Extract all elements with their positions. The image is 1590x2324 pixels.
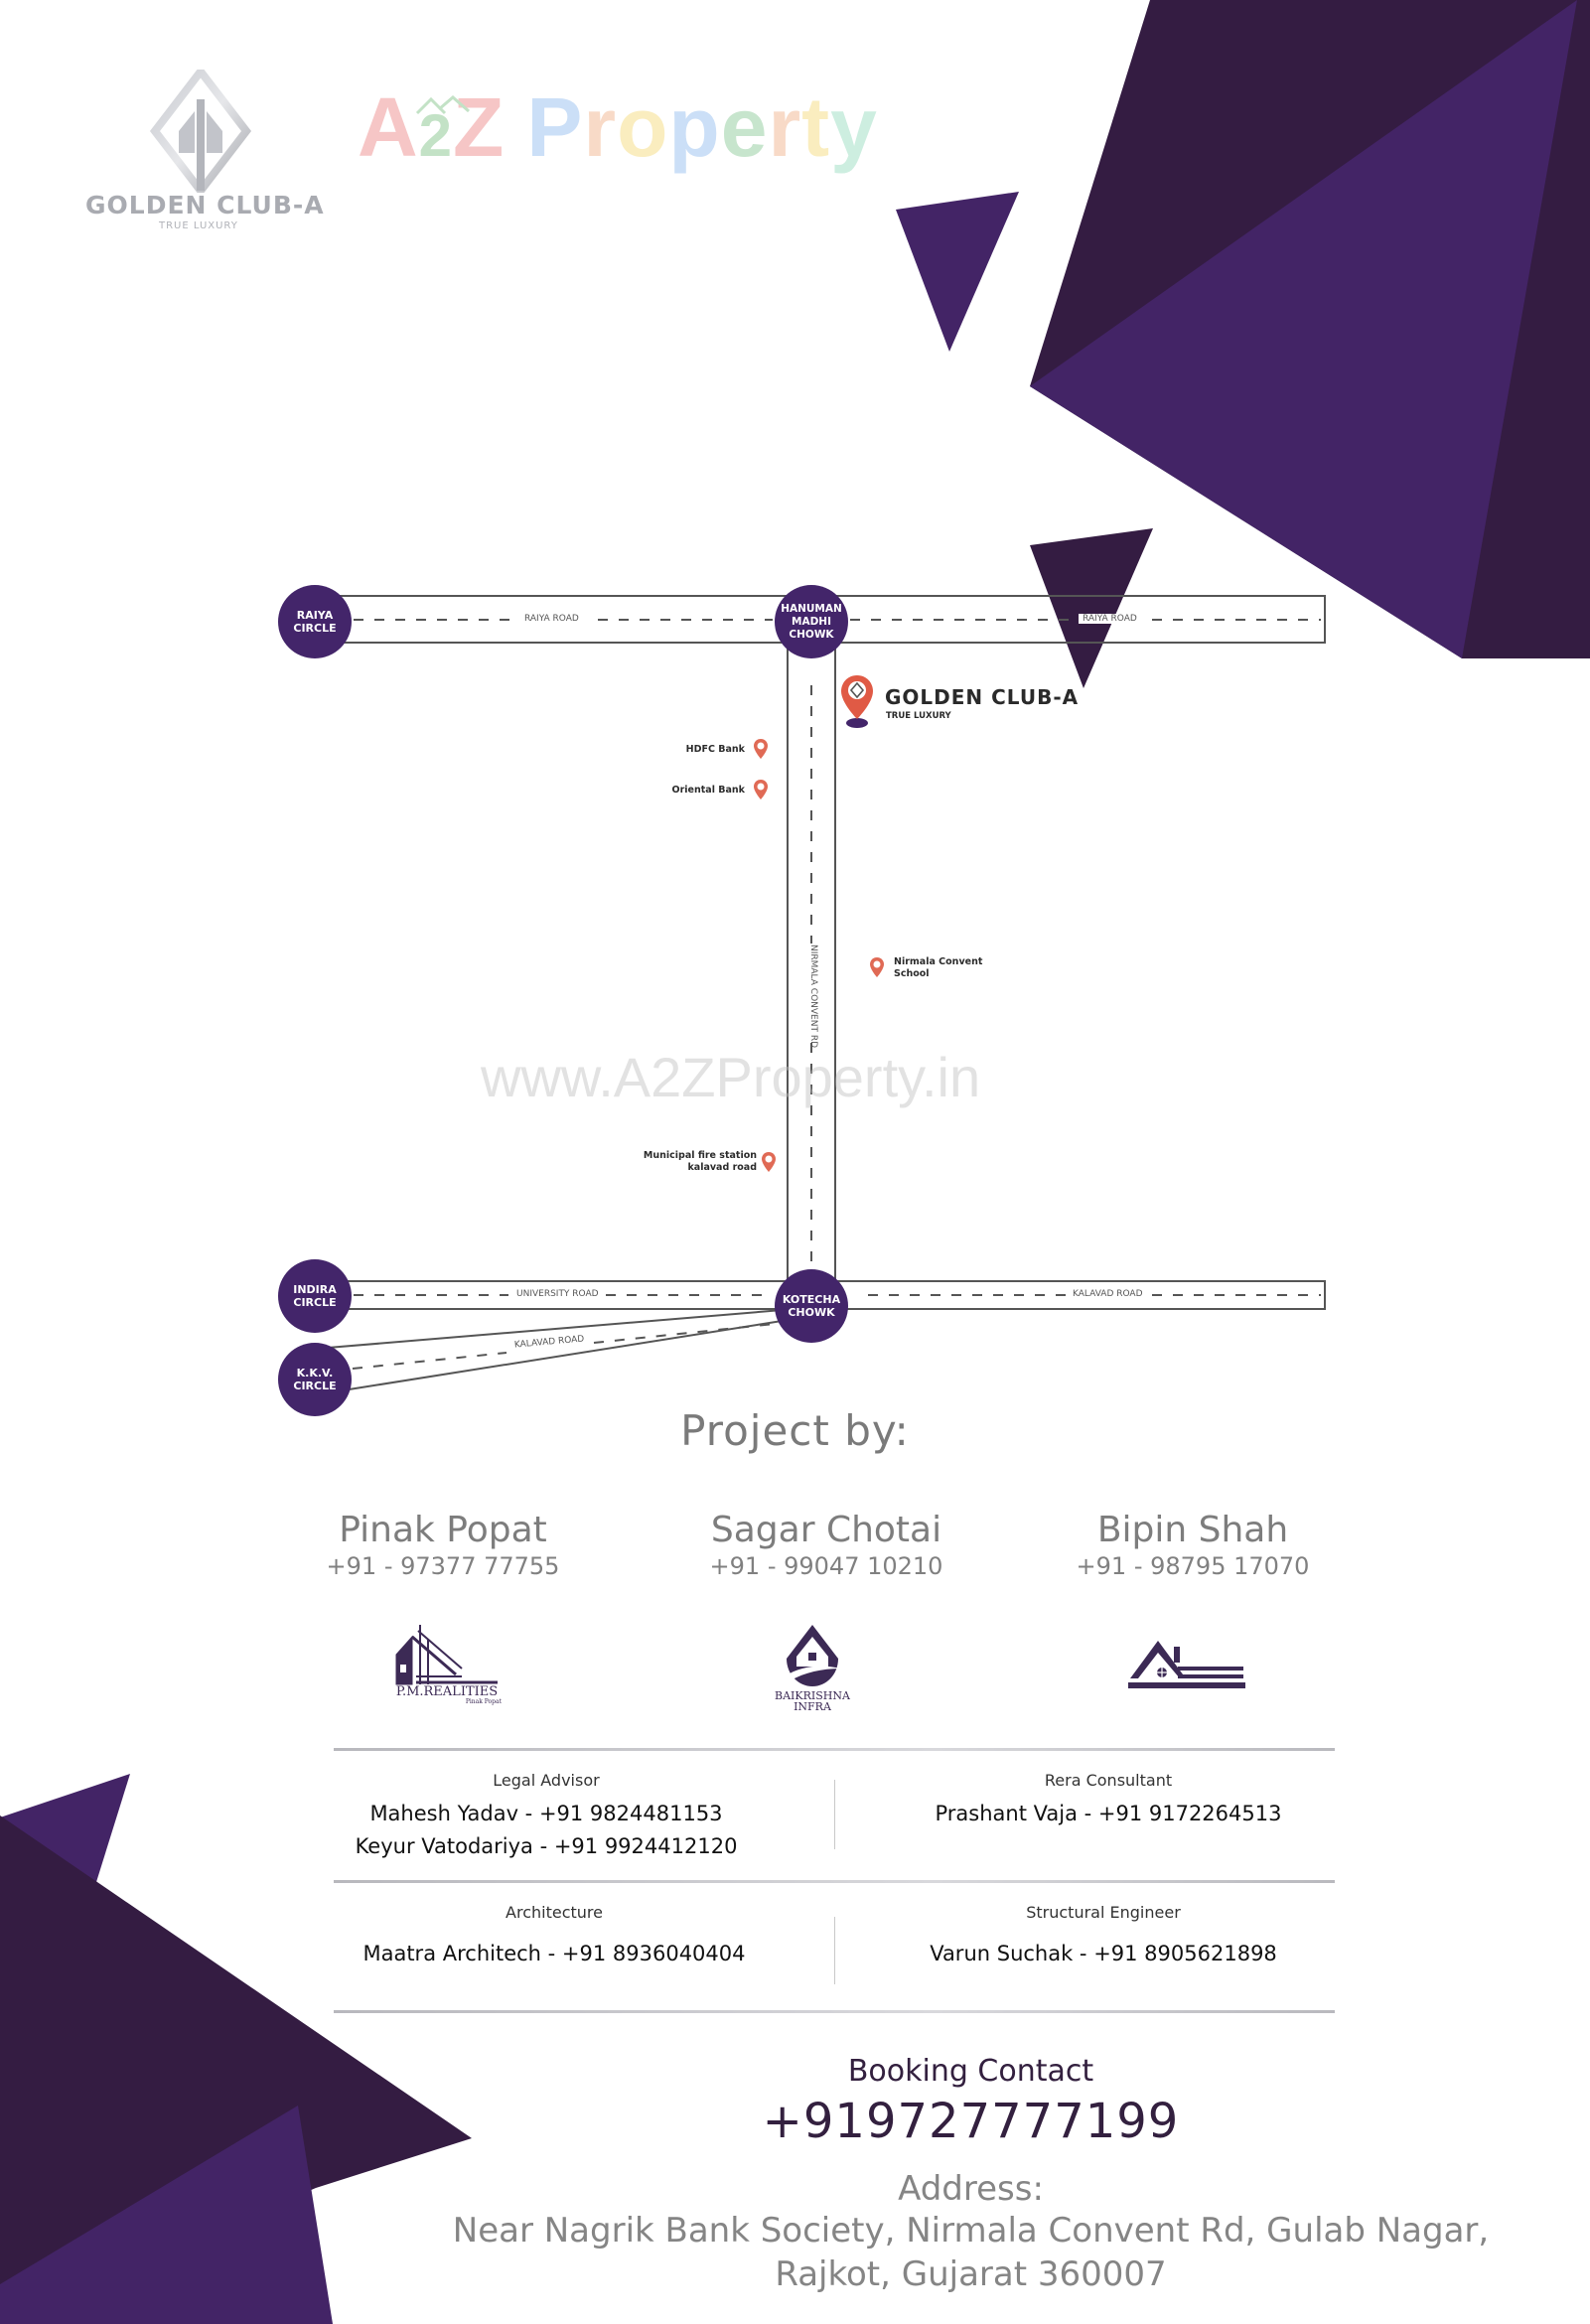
developer-card: Bipin Shah +91 - 98795 17070 — [1034, 1510, 1352, 1581]
a2z-letter: P — [526, 80, 584, 174]
road-label-kalavad-right: KALAVAD ROAD — [1069, 1289, 1147, 1299]
project-pin-title: GOLDEN CLUB-A — [885, 685, 1080, 709]
house-roof-icon — [415, 95, 470, 115]
a2z-letter: A — [358, 80, 419, 174]
a2zproperty-url-watermark: www.A2ZProperty.in — [481, 1046, 981, 1108]
map-pin-icon[interactable] — [869, 956, 885, 978]
road-label-raiya-right: RAIYA ROAD — [1079, 614, 1141, 624]
a2z-letter: o — [617, 80, 669, 174]
project-by-title: Project by: — [680, 1406, 910, 1455]
credit-legal-advisor: Legal Advisor Mahesh Yadav - +91 9824481… — [308, 1770, 785, 1863]
road-label-nirmala: NIRMALA CONVENT RD — [808, 944, 818, 1049]
road-label-raiya-left: RAIYA ROAD — [520, 614, 583, 624]
small-triangle-2 — [1030, 528, 1153, 688]
poi-municipal-fire-station: Municipal fire station kalavad road — [643, 1150, 757, 1173]
a2z-letter: y — [830, 80, 878, 174]
credit-rera-consultant: Rera Consultant Prashant Vaja - +91 9172… — [870, 1770, 1347, 1830]
a2z-letter: p — [668, 80, 721, 174]
credit-person[interactable]: Maatra Architech - +91 8936040404 — [362, 1942, 746, 1965]
map-pin-icon[interactable] — [761, 1151, 777, 1173]
baikrishna-infra-logo-icon — [785, 1625, 840, 1686]
address-line-2: Rajkot, Gujarat 360007 — [775, 2254, 1167, 2294]
bottom-left-light-shape — [0, 2106, 333, 2324]
pm-realities-caption: P.M.REALITIES — [395, 1684, 499, 1699]
a2z-letter: 2 — [418, 102, 454, 169]
a2z-letter: r — [583, 80, 618, 174]
credit-structural-engineer: Structural Engineer Varun Suchak - +91 8… — [865, 1902, 1342, 1970]
project-pin-subtitle: TRUE LUXURY — [886, 711, 951, 721]
top-right-light-shape — [1030, 0, 1577, 658]
credit-person[interactable]: Prashant Vaja - +91 9172264513 — [935, 1802, 1282, 1825]
credit-role: Structural Engineer — [1026, 1903, 1181, 1922]
credit-role: Rera Consultant — [1044, 1771, 1173, 1790]
divider — [334, 1748, 1335, 1751]
credit-role: Architecture — [506, 1903, 603, 1922]
credit-person[interactable]: Keyur Vatodariya - +91 9924412120 — [355, 1834, 738, 1858]
column-divider — [834, 1917, 835, 1984]
poi-hdfc-bank: HDFC Bank — [685, 744, 745, 755]
pm-realities-sub: Pinak Popat — [465, 1698, 502, 1705]
diamond-tower-logo-icon — [149, 70, 252, 193]
credit-person[interactable]: Varun Suchak - +91 8905621898 — [930, 1942, 1277, 1965]
developer-name: Pinak Popat — [339, 1510, 547, 1550]
developer-phone[interactable]: +91 - 99047 10210 — [709, 1552, 943, 1580]
brand-tagline: TRUE LUXURY — [159, 220, 238, 231]
kalavad-diag-top-edge — [327, 1308, 795, 1349]
developer-name: Sagar Chotai — [710, 1510, 942, 1550]
developer-card: Sagar Chotai +91 - 99047 10210 — [667, 1510, 985, 1581]
column-divider — [834, 1780, 835, 1849]
node-kotecha-chowk[interactable]: KOTECHA CHOWK — [775, 1269, 848, 1343]
developer-phone[interactable]: +91 - 98795 17070 — [1076, 1552, 1310, 1580]
a2z-letter: Z — [453, 80, 506, 174]
baikrishna-infra-caption: BAIKRISHNA INFRA — [775, 1689, 850, 1713]
small-triangle-1 — [896, 192, 1019, 352]
node-hanuman-madhi-chowk[interactable]: HANUMAN MADHI CHOWK — [775, 585, 848, 658]
poi-oriental-bank: Oriental Bank — [671, 785, 745, 796]
a2z-letter: t — [801, 80, 831, 174]
map-pin-icon[interactable] — [753, 738, 769, 760]
developer-card: Pinak Popat +91 - 97377 77755 — [284, 1510, 602, 1581]
project-location-pin-icon[interactable] — [839, 673, 875, 729]
credit-person[interactable]: Mahesh Yadav - +91 9824481153 — [369, 1802, 723, 1825]
a2z-letter: r — [768, 80, 802, 174]
divider — [334, 2010, 1335, 2013]
map-pin-icon[interactable] — [753, 779, 769, 800]
kalavad-diag-bottom-edge — [342, 1318, 795, 1391]
brand-name: GOLDEN CLUB-A — [85, 191, 325, 219]
booking-phone[interactable]: +919727777199 — [762, 2094, 1180, 2149]
address-label: Address: — [898, 2169, 1044, 2209]
booking-contact-label: Booking Contact — [847, 2054, 1094, 2089]
developer-phone[interactable]: +91 - 97377 77755 — [326, 1552, 560, 1580]
divider — [334, 1880, 1335, 1883]
node-kkv-circle[interactable]: K.K.V. CIRCLE — [278, 1343, 352, 1416]
road-label-university: UNIVERSITY ROAD — [512, 1289, 603, 1299]
credit-architecture: Architecture Maatra Architech - +91 8936… — [316, 1902, 793, 1970]
node-indira-circle[interactable]: INDIRA CIRCLE — [278, 1259, 352, 1333]
house-roof-logo-icon — [1128, 1641, 1245, 1688]
bottom-left-dark-shape — [0, 1816, 472, 2324]
node-raiya-circle[interactable]: RAIYA CIRCLE — [278, 585, 352, 658]
address-line-1: Near Nagrik Bank Society, Nirmala Conven… — [452, 2211, 1490, 2251]
pm-realities-logo-icon — [395, 1625, 498, 1685]
a2z-letter: e — [720, 80, 769, 174]
developer-name: Bipin Shah — [1096, 1510, 1289, 1550]
credit-role: Legal Advisor — [493, 1771, 600, 1790]
poi-nirmala-convent-school: Nirmala Convent School — [894, 956, 983, 979]
